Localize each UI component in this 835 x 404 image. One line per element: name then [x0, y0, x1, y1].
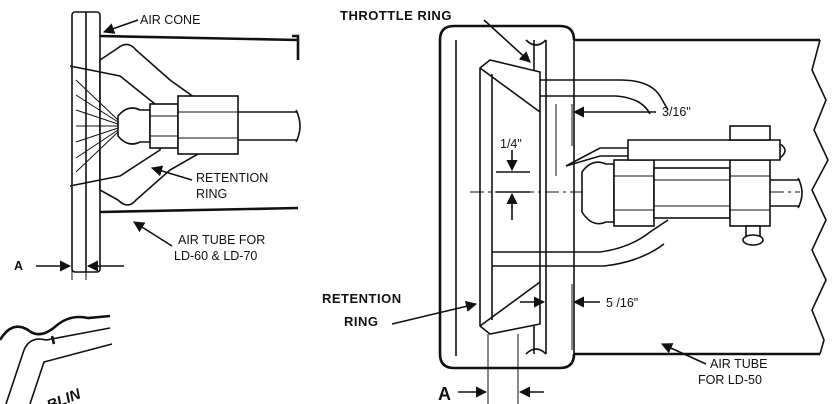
dim-3-16-label: 3/16" [662, 105, 691, 119]
left-dim-a-label: A [14, 259, 23, 273]
left-air-cone-label: AIR CONE [140, 13, 200, 27]
partial-logo-plate: BLIN [0, 314, 113, 404]
dim-1-4-label: 1/4" [500, 137, 522, 151]
left-retention-ring-label: RETENTION [196, 171, 268, 185]
right-air-tube-label: AIR TUBE [710, 357, 767, 371]
right-retention-ring-label: RETENTION [322, 291, 402, 306]
left-retention-ring-label-line2: RING [196, 187, 227, 201]
right-dim-a-label: A [438, 384, 451, 404]
left-air-tube-label-line2: LD-60 & LD-70 [174, 249, 257, 263]
right-air-tube-label-line2: FOR LD-50 [698, 373, 762, 387]
left-burner-assembly [36, 11, 301, 280]
dim-5-16-label: 5 /16" [606, 296, 638, 310]
left-air-tube-label: AIR TUBE FOR [178, 233, 265, 247]
retention-ring-vanes [75, 79, 119, 173]
right-burner-assembly [391, 19, 829, 404]
right-retention-ring-label-line2: RING [344, 314, 379, 329]
throttle-ring-label: THROTTLE RING [340, 8, 452, 23]
partial-logo-text: BLIN [44, 385, 84, 404]
